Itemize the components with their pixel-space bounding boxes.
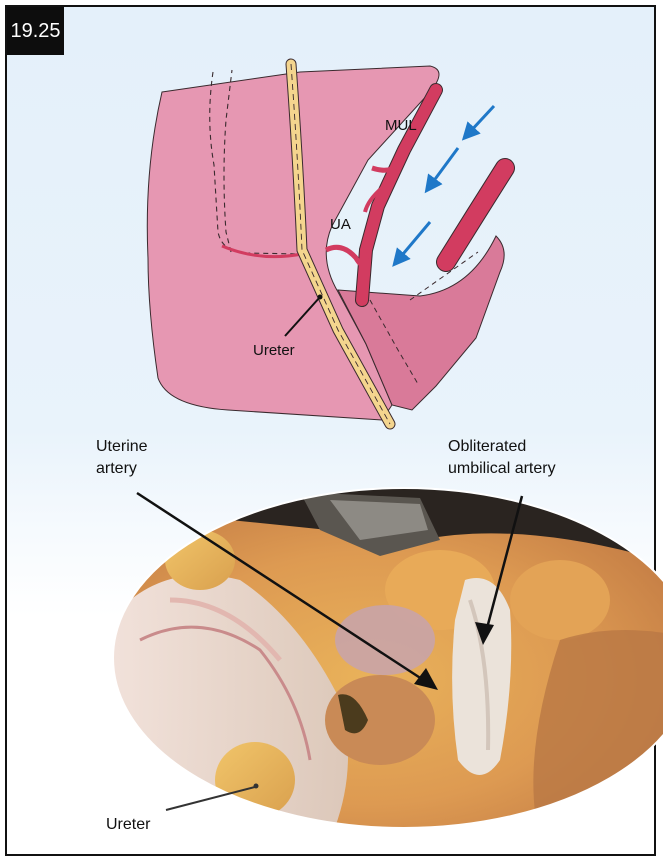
arrow-2-icon <box>430 148 458 186</box>
label-mul: MUL <box>385 117 417 134</box>
label-uterine-artery-line1: Uterine <box>96 438 148 455</box>
surgical-photo: Uterine artery Obliterated umbilical art… <box>96 438 663 840</box>
anatomy-diagram: MUL UA Ureter <box>147 64 505 424</box>
label-obliterated-line2: umbilical artery <box>448 460 556 477</box>
arrow-3-icon <box>398 222 430 260</box>
arrow-1-icon <box>468 106 494 134</box>
label-ureter-diagram: Ureter <box>253 342 295 359</box>
label-obliterated-line1: Obliterated <box>448 438 526 455</box>
label-uterine-artery-line2: artery <box>96 460 137 477</box>
label-ureter-photo: Ureter <box>106 816 151 833</box>
label-ua: UA <box>330 216 351 233</box>
